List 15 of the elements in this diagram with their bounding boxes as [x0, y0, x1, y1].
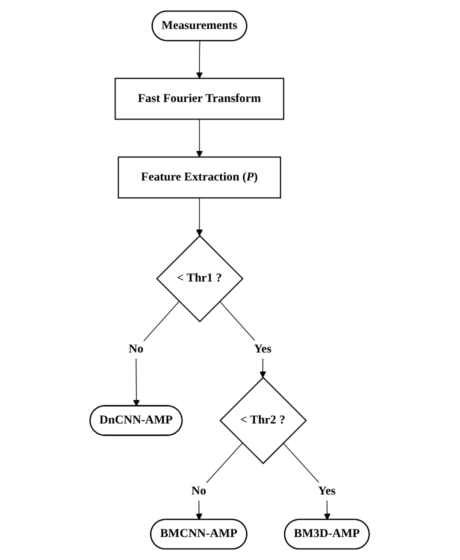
edge-label: No: [129, 342, 144, 356]
edge-label: Yes: [254, 342, 272, 356]
node-box: Fast Fourier Transform: [115, 78, 285, 120]
arrow: [220, 300, 267, 378]
arrow: [196, 118, 204, 158]
node-diamond: < Thr2 ?: [220, 376, 308, 464]
node-diamond: < Thr1 ?: [156, 234, 244, 322]
arrow: [196, 40, 204, 79]
arrow: [283, 442, 331, 520]
arrow: [196, 442, 244, 520]
edge-label: No: [192, 484, 207, 498]
edge-label: Yes: [318, 484, 336, 498]
node-box: Feature Extraction (P): [118, 156, 282, 198]
arrow: [133, 300, 180, 406]
arrow: [196, 198, 204, 236]
